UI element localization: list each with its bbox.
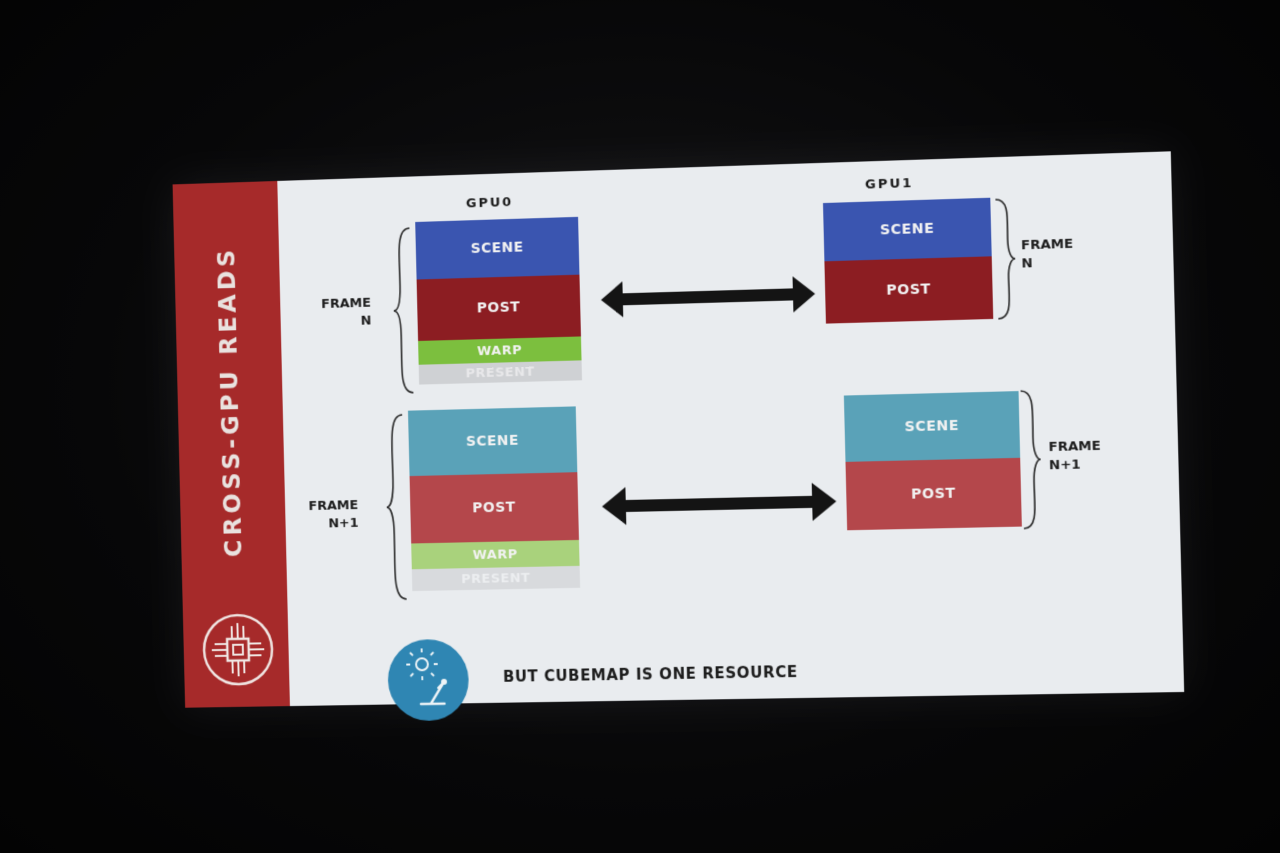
lamp-icon bbox=[387, 638, 470, 722]
frame-index: N+1 bbox=[1048, 457, 1081, 474]
gpu0-frame-n1-stack: SCENE POST WARP PRESENT bbox=[407, 406, 581, 592]
frame-n1-brace-gpu1 bbox=[1018, 388, 1044, 530]
cubemap-note: BUT CUBEMAP IS ONE RESOURCE bbox=[502, 662, 799, 686]
frame-index: N+1 bbox=[328, 515, 359, 532]
frame-index: N bbox=[1021, 256, 1033, 272]
frame-n-label-gpu1: FRAME N bbox=[1021, 236, 1074, 274]
frame-n1-brace-gpu0 bbox=[383, 413, 409, 602]
frame-n-brace-gpu0 bbox=[390, 226, 416, 395]
scene-block: SCENE bbox=[415, 216, 580, 280]
gpu1-frame-n1-stack: SCENE POST bbox=[843, 391, 1022, 531]
gpu1-frame-n-stack: SCENE POST bbox=[822, 197, 994, 324]
gpu1-label: GPU1 bbox=[864, 175, 914, 193]
frame-word: FRAME bbox=[1020, 236, 1074, 254]
frame-n-label-gpu0: FRAME N bbox=[321, 295, 371, 332]
frame-n1-label-gpu1: FRAME N+1 bbox=[1048, 438, 1101, 476]
slide-title: CROSS-GPU READS bbox=[212, 245, 248, 558]
scene-block: SCENE bbox=[822, 197, 992, 262]
post-block: POST bbox=[416, 274, 581, 341]
frame-n-brace-gpu1 bbox=[993, 197, 1018, 321]
post-block: POST bbox=[845, 457, 1022, 531]
present-block: PRESENT bbox=[411, 565, 581, 592]
warp-block: WARP bbox=[411, 539, 580, 570]
frame-index: N bbox=[360, 313, 372, 329]
present-block: PRESENT bbox=[418, 360, 583, 385]
gpu0-frame-n-stack: SCENE POST WARP PRESENT bbox=[415, 216, 583, 385]
slide-sidebar: CROSS-GPU READS bbox=[172, 180, 290, 708]
frame-n1-label-gpu0: FRAME N+1 bbox=[308, 497, 358, 534]
gpu0-label: GPU0 bbox=[465, 195, 514, 212]
frame-n1-transfer-arrow bbox=[601, 482, 837, 526]
frame-word: FRAME bbox=[1048, 438, 1101, 456]
frame-word: FRAME bbox=[321, 295, 372, 312]
post-block: POST bbox=[824, 256, 994, 324]
presentation-slide: CROSS-GPU READS GPU0 GPU1 FRAME N SCENE … bbox=[172, 151, 1185, 722]
post-block: POST bbox=[409, 472, 579, 544]
frame-word: FRAME bbox=[308, 498, 359, 515]
chip-circuit-icon bbox=[200, 612, 276, 688]
scene-block: SCENE bbox=[843, 391, 1021, 462]
frame-n-transfer-arrow bbox=[600, 275, 816, 318]
scene-block: SCENE bbox=[407, 406, 578, 477]
